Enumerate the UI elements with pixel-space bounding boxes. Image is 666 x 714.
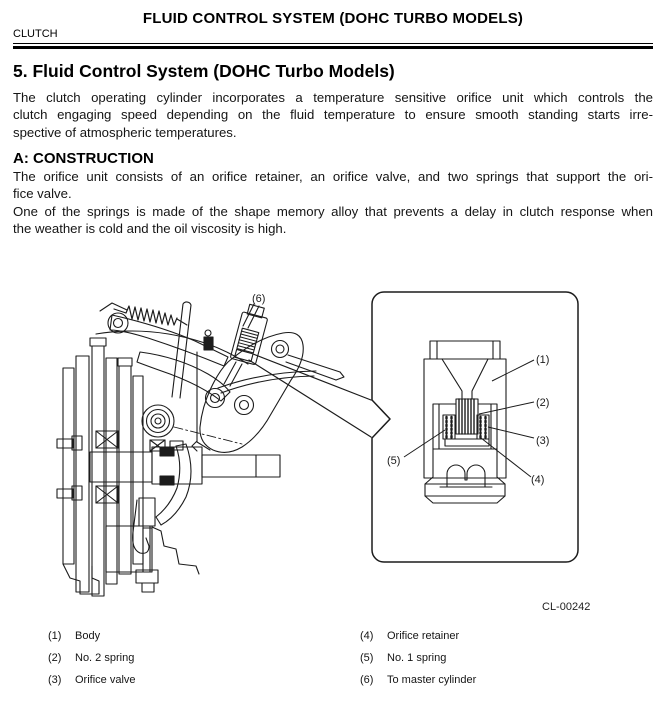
section-heading: 5. Fluid Control System (DOHC Turbo Mode… — [13, 61, 395, 81]
orifice-unit-drawing — [423, 340, 507, 504]
callout-2: (2) — [536, 397, 549, 409]
legend-num: (2) — [48, 652, 62, 664]
intro-line: The clutch operating cylinder incorporat… — [13, 90, 653, 105]
construction-line: The orifice unit consists of an orifice … — [13, 169, 653, 184]
callout-1: (1) — [536, 354, 549, 366]
figure-drawing: (1) (2) (3) (4) (5) (6) — [56, 291, 579, 597]
clutch-assembly-drawing — [56, 301, 372, 597]
legend-item: (3) Orifice valve — [48, 674, 136, 686]
section-label: CLUTCH — [13, 28, 58, 40]
legend-num: (3) — [48, 674, 62, 686]
construction-line: One of the springs is made of the shape … — [13, 203, 653, 219]
legend-item: (4) Orifice retainer — [360, 630, 459, 642]
legend-item: (1) Body — [48, 630, 100, 642]
callout-3: (3) — [536, 435, 549, 447]
callout-4: (4) — [531, 474, 544, 486]
legend-num: (4) — [360, 630, 374, 642]
construction-line: the weather is cold and the oil viscosit… — [13, 220, 287, 236]
figure-code: CL-00242 — [542, 601, 591, 613]
page-title: FLUID CONTROL SYSTEM (DOHC TURBO MODELS) — [142, 10, 524, 27]
legend-label: No. 2 spring — [75, 652, 135, 664]
legend-item: (5) No. 1 spring — [360, 652, 446, 664]
callout-5: (5) — [387, 455, 400, 467]
legend-num: (6) — [360, 674, 374, 686]
construction-paragraph: The orifice unit consists of an orifice … — [13, 168, 653, 237]
legend-item: (2) No. 2 spring — [48, 652, 134, 664]
construction-line: fice valve. — [13, 186, 72, 202]
legend-num: (5) — [360, 652, 374, 664]
construction-heading: A: CONSTRUCTION — [13, 150, 154, 167]
legend-label: No. 1 spring — [387, 652, 447, 664]
legend-label: Orifice retainer — [387, 630, 460, 642]
header-rule-thin — [13, 43, 653, 44]
section-bolt — [95, 430, 119, 504]
legend-label: Body — [75, 630, 101, 642]
magnifier-leader-lines — [248, 353, 372, 438]
return-spring — [125, 305, 178, 326]
legend-item: (6) To master cylinder — [360, 674, 476, 686]
legend-label: To master cylinder — [387, 674, 477, 686]
intro-line: clutch engaging speed depending on the f… — [13, 107, 653, 123]
legend-num: (1) — [48, 630, 62, 642]
header-rule-thick — [13, 46, 653, 49]
intro-line: spective of atmospheric temperatures. — [13, 124, 237, 140]
intro-paragraph: The clutch operating cylinder incorporat… — [13, 89, 653, 141]
legend-label: Orifice valve — [75, 674, 136, 686]
callout-6: (6) — [252, 293, 265, 305]
callout-labels: (1) (2) (3) (4) (5) (6) — [252, 293, 549, 486]
